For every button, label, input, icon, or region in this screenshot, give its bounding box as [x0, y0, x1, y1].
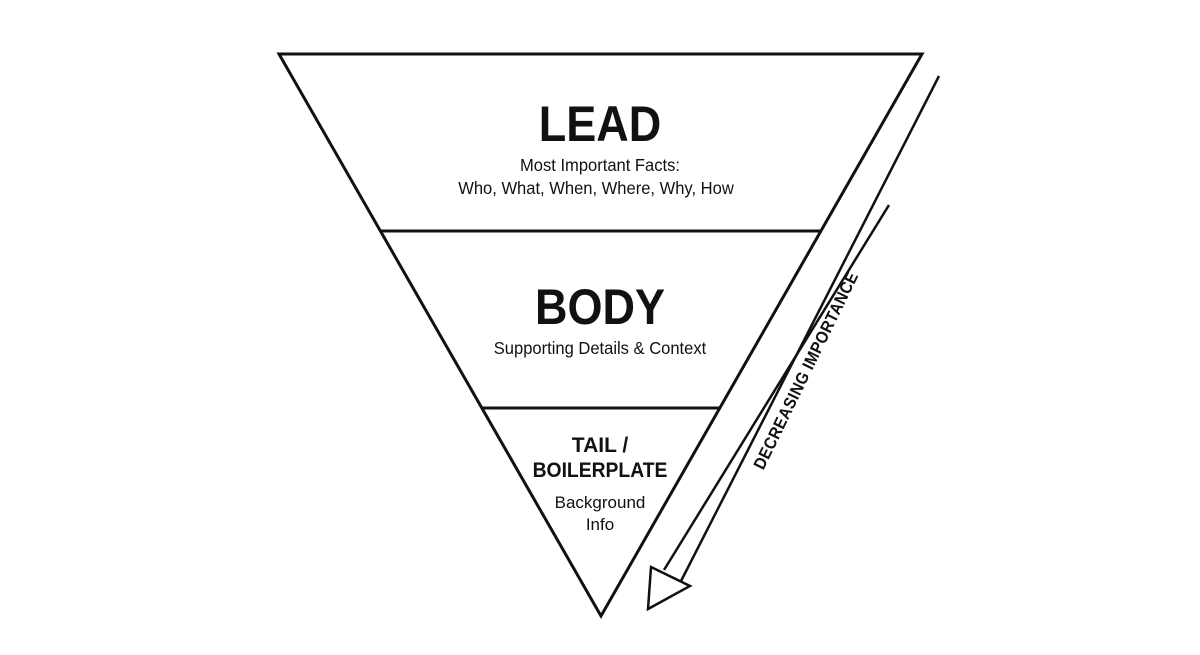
- tail-section: TAIL / BOILERPLATE Background Info: [533, 434, 668, 534]
- body-section: BODY Supporting Details & Context: [494, 280, 707, 358]
- lead-description-line-1: Most Important Facts:: [520, 154, 680, 175]
- tail-title-line-2: BOILERPLATE: [533, 459, 668, 482]
- tail-description-line-1: Background: [555, 493, 646, 512]
- body-description: Supporting Details & Context: [494, 337, 707, 358]
- arrow-head-icon: [646, 565, 693, 612]
- body-title: BODY: [535, 280, 665, 336]
- lead-title: LEAD: [539, 97, 661, 153]
- lead-section: LEAD Most Important Facts: Who, What, Wh…: [458, 97, 734, 198]
- arrow-shaft-outer: [678, 75, 941, 584]
- tail-description-line-2: Info: [586, 515, 614, 534]
- inverted-pyramid-outline: [276, 52, 925, 620]
- lead-description-line-2: Who, What, When, Where, Why, How: [458, 177, 734, 198]
- decreasing-importance-arrow: [646, 75, 941, 612]
- arrow-shaft-inner: [662, 204, 891, 571]
- tail-title-line-1: TAIL /: [572, 434, 629, 457]
